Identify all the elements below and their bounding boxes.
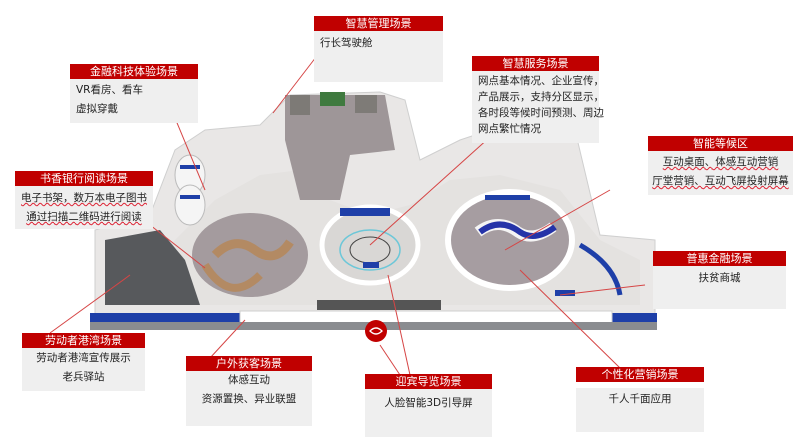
facade-left bbox=[90, 313, 240, 322]
scene-line: 厅堂营销、互动飞屏投射屏幕 bbox=[652, 175, 789, 187]
scene-personalized-marketing: 个性化营销场景 千人千面应用 bbox=[576, 367, 704, 432]
scene-line: 劳动者港湾宣传展示 bbox=[36, 352, 131, 364]
scene-line: 体感互动 bbox=[228, 374, 270, 386]
scene-title: 智能等候区 bbox=[648, 136, 793, 151]
executive-room bbox=[285, 95, 395, 200]
scene-smart-management: 智慧管理场景 行长驾驶舱 bbox=[314, 16, 443, 82]
scene-title: 普惠金融场景 bbox=[653, 251, 786, 266]
scene-fintech-experience: 金融科技体验场景 VR看房、看车 虚拟穿戴 bbox=[70, 64, 198, 123]
scene-title: 户外获客场景 bbox=[186, 356, 312, 371]
scene-welcome-guide: 迎宾导览场景 人脸智能3D引导屏 bbox=[365, 374, 492, 437]
scene-title: 金融科技体验场景 bbox=[70, 64, 198, 79]
scene-line: 资源置换、异业联盟 bbox=[201, 393, 297, 405]
scene-line: 老兵驿站 bbox=[62, 371, 105, 383]
scene-title: 书香银行阅读场景 bbox=[15, 171, 153, 186]
scene-line: 行长驾驶舱 bbox=[320, 37, 373, 49]
leader-lines bbox=[49, 47, 646, 376]
scene-line: 网点繁忙情况 bbox=[478, 123, 541, 135]
scene-bookish-reading: 书香银行阅读场景 电子书架，数万本电子图书 通过扫描二维码进行阅读 bbox=[15, 171, 153, 229]
scene-line: 千人千面应用 bbox=[608, 393, 672, 405]
scene-line: 人脸智能3D引导屏 bbox=[384, 397, 473, 409]
scene-title: 劳动者港湾场景 bbox=[22, 333, 145, 348]
scene-title: 迎宾导览场景 bbox=[365, 374, 492, 389]
scene-title: 智慧管理场景 bbox=[314, 16, 443, 31]
facade-right bbox=[612, 313, 657, 322]
scene-title: 智慧服务场景 bbox=[472, 56, 599, 71]
scene-line: 互动桌面、体感互动营销 bbox=[662, 156, 779, 168]
scene-worker-harbor: 劳动者港湾场景 劳动者港湾宣传展示 老兵驿站 bbox=[22, 333, 145, 391]
scene-line: 各时段等候时间预测、周边 bbox=[478, 107, 604, 119]
scene-line: 虚拟穿戴 bbox=[76, 103, 118, 115]
scene-outdoor-acquisition: 户外获客场景 体感互动 资源置换、异业联盟 bbox=[186, 356, 312, 426]
robot-greeter-icon bbox=[365, 320, 387, 342]
scene-line: 网点基本情况、企业宣传， bbox=[478, 75, 604, 87]
waiting-area-carpet bbox=[445, 189, 575, 291]
scene-line: 通过扫描二维码进行阅读 bbox=[26, 211, 142, 223]
scene-line: 扶贫商城 bbox=[698, 272, 741, 284]
scene-smart-waiting: 智能等候区 互动桌面、体感互动营销 厅堂营销、互动飞屏投射屏幕 bbox=[648, 136, 793, 195]
scene-line: VR看房、看车 bbox=[76, 84, 143, 96]
front-counter bbox=[317, 300, 441, 310]
reading-area-carpet bbox=[192, 213, 308, 297]
scene-line: 电子书架，数万本电子图书 bbox=[21, 192, 147, 204]
scene-smart-service: 智慧服务场景 网点基本情况、企业宣传， 产品展示，支持分区显示， 各时段等候时间… bbox=[472, 56, 604, 143]
scene-line: 产品展示，支持分区显示， bbox=[478, 91, 604, 103]
scene-title: 个性化营销场景 bbox=[576, 367, 704, 382]
worker-harbor-room bbox=[105, 230, 200, 305]
scene-inclusive-finance: 普惠金融场景 扶贫商城 bbox=[653, 251, 786, 309]
